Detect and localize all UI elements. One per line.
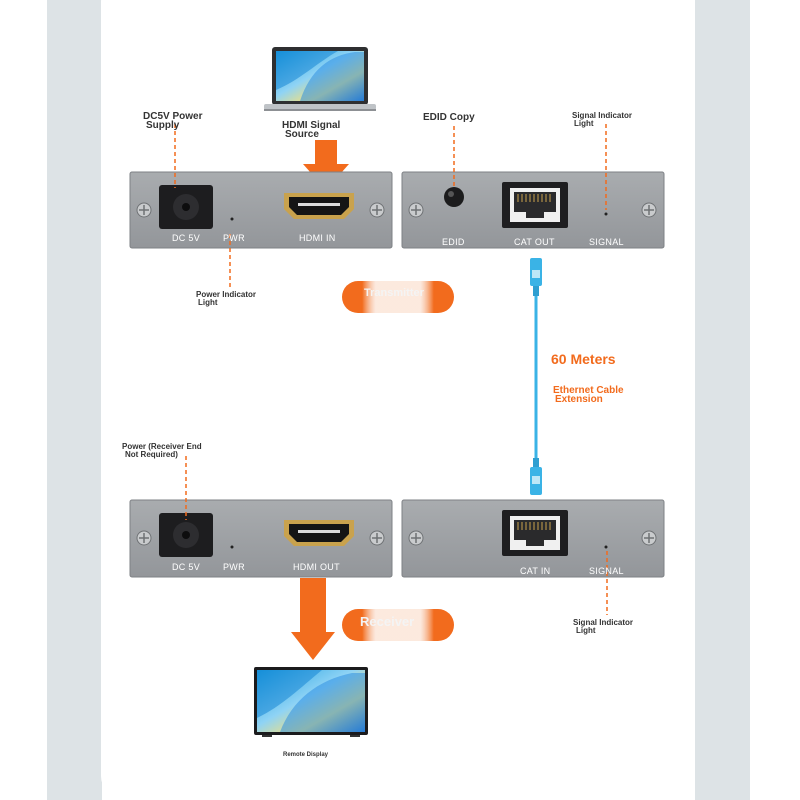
transmitter-pill [342,281,454,313]
transmitter-label: Transmitter [364,287,424,299]
power-indicator-label: Power Indicator Light [196,291,256,307]
ethernet-cable [530,258,542,495]
transmitter-left-panel [129,171,393,249]
rx-cat-in-port-label: CAT IN [520,566,551,576]
laptop-icon [264,47,376,111]
signal-indicator-rx-line-2: Light [576,626,596,635]
cable-extension-line-2: Extension [555,394,603,405]
receiver-power-label: Power (Receiver End Not Required) [122,443,202,459]
tx-dc5v-port-label: DC 5V [172,233,201,243]
receiver-left-panel [129,499,393,578]
power-indicator-line-2: Light [198,298,218,307]
remote-display-label: Remote Display [283,752,329,758]
dc-power-supply-line-1: DC5V Power [143,111,203,122]
tx-edid-port-label: EDID [442,237,465,247]
diagram-card [101,0,695,798]
tv-icon [254,667,368,737]
background-strip-right [695,0,750,800]
rx-dc5v-port-label: DC 5V [172,562,201,572]
hdmi-signal-source-line-2: Source [285,129,319,140]
dc-power-supply-line-2: Supply [146,120,180,131]
rx-pwr-port-label: PWR [223,562,245,572]
edid-copy-label: EDID Copy [423,112,475,123]
tx-pwr-port-label: PWR [223,233,245,243]
cable-extension-line-1: Ethernet Cable [553,385,624,396]
transmitter-right-panel [401,171,665,249]
receiver-label: Receiver [360,614,415,629]
hdmi-signal-source-line-1: HDMI Signal [282,120,341,131]
signal-indicator-rx-line-1: Signal Indicator [573,618,634,627]
receiver-power-line-2: Not Required) [125,450,178,459]
receiver-pill [342,609,454,641]
hdmi-signal-source-label: HDMI Signal Source [282,120,341,140]
tx-signal-port-label: SIGNAL [589,237,624,247]
signal-indicator-tx-line-1: Signal Indicator [572,111,633,120]
receiver-right-panel [401,499,665,578]
signal-indicator-rx-label: Signal Indicator Light [573,619,633,635]
dc-power-supply-label: DC5V Power Supply [143,111,203,131]
signal-indicator-tx-line-2: Light [574,119,594,128]
distance-label: 60 Meters [551,351,616,367]
arrow-down-icon [291,578,335,660]
tx-cat-out-port-label: CAT OUT [514,237,555,247]
receiver-power-line-1: Power (Receiver End [122,442,202,451]
background-strip-left [47,0,102,800]
power-indicator-line-1: Power Indicator [196,290,257,299]
cable-extension-label: Ethernet Cable Extension [553,385,624,405]
signal-indicator-tx-label: Signal Indicator Light [572,112,632,128]
tx-hdmi-in-port-label: HDMI IN [299,233,336,243]
rx-signal-port-label: SIGNAL [589,566,624,576]
rx-hdmi-out-port-label: HDMI OUT [293,562,340,572]
